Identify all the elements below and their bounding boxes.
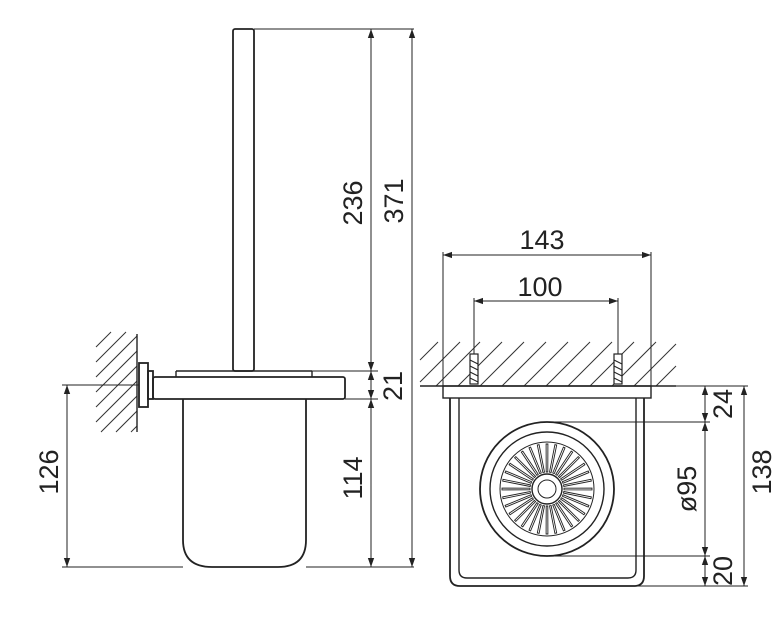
top-cup-rim: [489, 431, 605, 547]
top-wall-hatch: [419, 341, 677, 387]
bristle-petal: [562, 490, 592, 500]
top-holder-frame-inner: [458, 398, 637, 579]
bristle-petal: [561, 470, 590, 484]
screw-left: [469, 353, 479, 385]
dim-text-138: 138: [747, 449, 777, 494]
bristle-petal: [557, 455, 581, 479]
side-wall-hatch: [95, 331, 138, 433]
dim-text-24: 24: [708, 389, 738, 419]
bristle-petal: [508, 497, 535, 516]
dim-text-95: ø95: [672, 466, 702, 513]
top-brush-bristles: [501, 443, 593, 535]
top-holder-frame-outer: [449, 398, 645, 587]
dim-text-126: 126: [34, 449, 64, 494]
side-holder-arm: [152, 376, 346, 400]
bristle-petal: [555, 501, 574, 528]
bristle-petal: [562, 478, 592, 488]
side-view: 236 371 21 114 126: [34, 28, 416, 568]
bristle-petal: [563, 487, 593, 491]
bristle-petal: [520, 450, 539, 477]
bristle-petal: [520, 501, 539, 528]
dim-text-100: 100: [517, 272, 562, 302]
bristle-petal: [548, 444, 558, 474]
side-brush-handle: [232, 28, 255, 372]
bristle-petal: [536, 504, 546, 534]
bristle-petal: [513, 499, 537, 523]
bristle-petal: [559, 462, 586, 481]
dim-text-114: 114: [338, 456, 368, 499]
screw-right: [613, 353, 623, 385]
bristle-petal: [552, 503, 566, 532]
side-wall-rosette: [138, 362, 149, 408]
bristle-petal: [545, 443, 549, 473]
dim-text-371: 371: [379, 178, 409, 223]
top-brush-head: [499, 441, 595, 537]
bristle-petal: [561, 494, 590, 508]
side-glass-cup: [182, 399, 307, 568]
bristle-petal: [557, 499, 581, 523]
dim-text-143: 143: [519, 225, 564, 255]
dim-text-20: 20: [708, 556, 738, 586]
bristle-petal: [528, 503, 542, 532]
bristle-petal: [536, 444, 546, 474]
top-mounting-plate: [442, 385, 652, 399]
top-brush-stem-core: [537, 479, 557, 499]
top-brush-stem: [531, 473, 563, 505]
bristle-petal: [528, 446, 542, 475]
bristle-petal: [502, 478, 532, 488]
bristle-petal: [501, 487, 531, 491]
bristle-petal: [552, 446, 566, 475]
bristle-petal: [502, 490, 532, 500]
dim-text-21: 21: [378, 371, 408, 401]
bristle-petal: [559, 497, 586, 516]
dim-text-236: 236: [338, 180, 368, 225]
bristle-petal: [504, 470, 533, 484]
bristle-petal: [555, 450, 574, 477]
bristle-petal: [545, 505, 549, 535]
bristle-petal: [548, 504, 558, 534]
bristle-petal: [504, 494, 533, 508]
bristle-petal: [513, 455, 537, 479]
top-view: 143 100 24 ø95 138 20: [419, 225, 777, 587]
bristle-petal: [508, 462, 535, 481]
